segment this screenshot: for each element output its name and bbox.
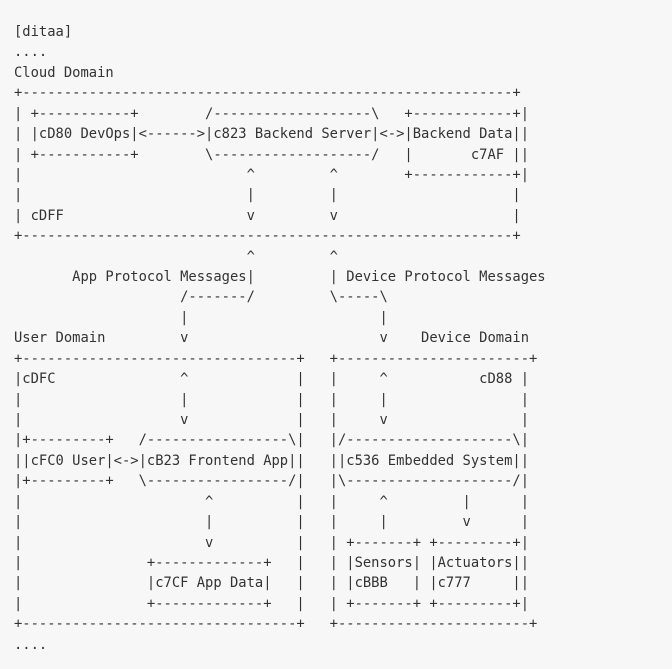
user-device-arrows-up: | ^ | | ^ | | bbox=[14, 493, 529, 510]
data-sensor-color-tags: | |c7CF App Data| | | |cBBB | |c777 || bbox=[14, 575, 529, 592]
user-device-border-bottom: +---------------------------------+ +---… bbox=[14, 616, 538, 633]
block-delimiter-close: .... bbox=[14, 636, 48, 653]
ditaa-tag: [ditaa] bbox=[14, 24, 73, 40]
user-device-arrow-stems: | | | | | | bbox=[14, 391, 529, 408]
protocol-connector-bends: /-------/ \-----\ bbox=[14, 289, 388, 306]
protocol-connector-stems: | | bbox=[14, 309, 388, 326]
block-delimiter-open: .... bbox=[14, 44, 48, 61]
protocol-messages-labels: App Protocol Messages| | Device Protocol… bbox=[14, 269, 546, 286]
user-device-boxes-top: |+---------+ /-----------------\| |/----… bbox=[14, 432, 529, 449]
user-device-border-top: +---------------------------------+ +---… bbox=[14, 350, 538, 367]
ditaa-code-block: [ditaa] .... Cloud Domain +-------------… bbox=[14, 22, 664, 655]
cloud-domain-border-top: +---------------------------------------… bbox=[14, 85, 521, 102]
user-device-boxes-bottom: |+---------+ \-----------------/| |\----… bbox=[14, 473, 529, 490]
cloud-domain-border-bottom: +---------------------------------------… bbox=[14, 228, 521, 245]
cloud-row-devops-backend: | |cD80 DevOps|<------>|c823 Backend Ser… bbox=[14, 126, 529, 143]
cloud-row-color-tag: | cDFF v v | bbox=[14, 207, 521, 224]
user-device-arrows-down: | v | | v | bbox=[14, 412, 529, 429]
data-sensor-boxes-top: | v | | +-------+ +---------+| bbox=[14, 534, 529, 551]
data-sensor-boxes-bottom: | +-------------+ | | +-------+ +-------… bbox=[14, 595, 529, 612]
cloud-row-arrows-stem: | | | | bbox=[14, 187, 521, 204]
protocol-arrows-up: ^ ^ bbox=[14, 248, 338, 265]
cloud-domain-label: Cloud Domain bbox=[14, 64, 114, 81]
cloud-row-boxes-top: | +-----------+ /-------------------\ +-… bbox=[14, 105, 529, 122]
user-device-color-tags: |cDFC ^ | | ^ cD88 | bbox=[14, 371, 529, 388]
user-frontend-embedded-row: ||cFC0 User|<->|cB23 Frontend App|| ||c5… bbox=[14, 452, 529, 469]
user-device-arrow-stems-2: | | | | | v | bbox=[14, 514, 529, 531]
data-sensor-labels: | +-------------+ | | |Sensors| |Actuato… bbox=[14, 554, 529, 571]
user-device-domain-labels: User Domain v v Device Domain bbox=[14, 330, 529, 347]
cloud-row-arrows-up: | ^ ^ +------------+| bbox=[14, 166, 529, 183]
cloud-row-boxes-bottom: | +-----------+ \-------------------/ | … bbox=[14, 146, 529, 163]
